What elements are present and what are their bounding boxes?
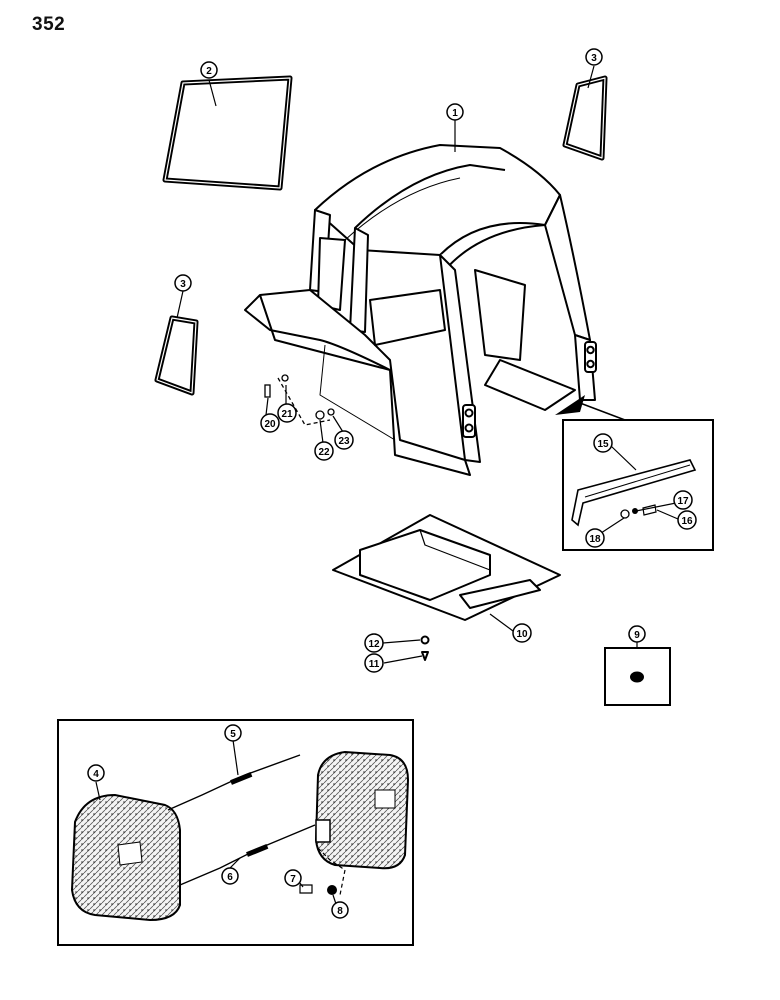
svg-text:21: 21 — [281, 409, 293, 420]
callout-2: 2 — [200, 61, 218, 79]
callout-23: 23 — [334, 430, 354, 450]
svg-text:15: 15 — [597, 439, 609, 450]
work-lights-box — [57, 719, 414, 946]
bracket-detail-box — [562, 419, 714, 551]
svg-text:6: 6 — [227, 872, 233, 883]
callout-15: 15 — [593, 433, 613, 453]
svg-text:4: 4 — [93, 769, 99, 780]
callout-4: 4 — [87, 764, 105, 782]
svg-text:18: 18 — [589, 534, 601, 545]
callout-6: 6 — [221, 867, 239, 885]
rear-window-seal — [162, 75, 293, 191]
svg-text:11: 11 — [369, 659, 380, 670]
detail-arrow — [555, 395, 626, 421]
svg-text:2: 2 — [206, 66, 212, 77]
callout-20: 20 — [260, 413, 280, 433]
callout-1: 1 — [446, 103, 464, 121]
svg-text:17: 17 — [677, 496, 689, 507]
callout-17: 17 — [673, 490, 693, 510]
cab-frame — [244, 144, 597, 476]
callout-12: 12 — [364, 633, 384, 653]
callout-16: 16 — [677, 510, 697, 530]
callout-7: 7 — [284, 869, 302, 887]
callout-18: 18 — [585, 528, 605, 548]
side-window-seal-lower — [154, 315, 199, 396]
callout-9: 9 — [628, 625, 646, 643]
svg-text:3: 3 — [591, 53, 597, 64]
svg-text:16: 16 — [681, 516, 693, 527]
svg-text:10: 10 — [516, 629, 528, 640]
callout-3-upper: 3 — [585, 48, 603, 66]
floor-mat — [332, 514, 561, 661]
svg-text:22: 22 — [318, 447, 330, 458]
svg-text:23: 23 — [338, 436, 350, 447]
svg-text:12: 12 — [368, 639, 380, 650]
svg-text:3: 3 — [180, 279, 186, 290]
svg-text:7: 7 — [290, 874, 296, 885]
callout-11: 11 — [364, 653, 384, 673]
svg-text:5: 5 — [230, 729, 236, 740]
callout-5: 5 — [224, 724, 242, 742]
callout-10: 10 — [512, 623, 532, 643]
callout-21: 21 — [277, 403, 297, 423]
plug-box — [604, 647, 671, 706]
page-number: 352 — [32, 14, 66, 35]
mounting-hardware — [264, 374, 335, 426]
side-window-seal-upper — [562, 75, 608, 161]
svg-text:8: 8 — [337, 906, 343, 917]
callout-22: 22 — [314, 441, 334, 461]
svg-text:9: 9 — [634, 630, 640, 641]
svg-text:20: 20 — [264, 419, 276, 430]
svg-text:1: 1 — [452, 108, 458, 119]
callouts: 1 2 3 3 4 5 6 7 8 9 10 11 12 15 16 17 18… — [87, 48, 697, 919]
callout-3-lower: 3 — [174, 274, 192, 292]
callout-8: 8 — [331, 901, 349, 919]
